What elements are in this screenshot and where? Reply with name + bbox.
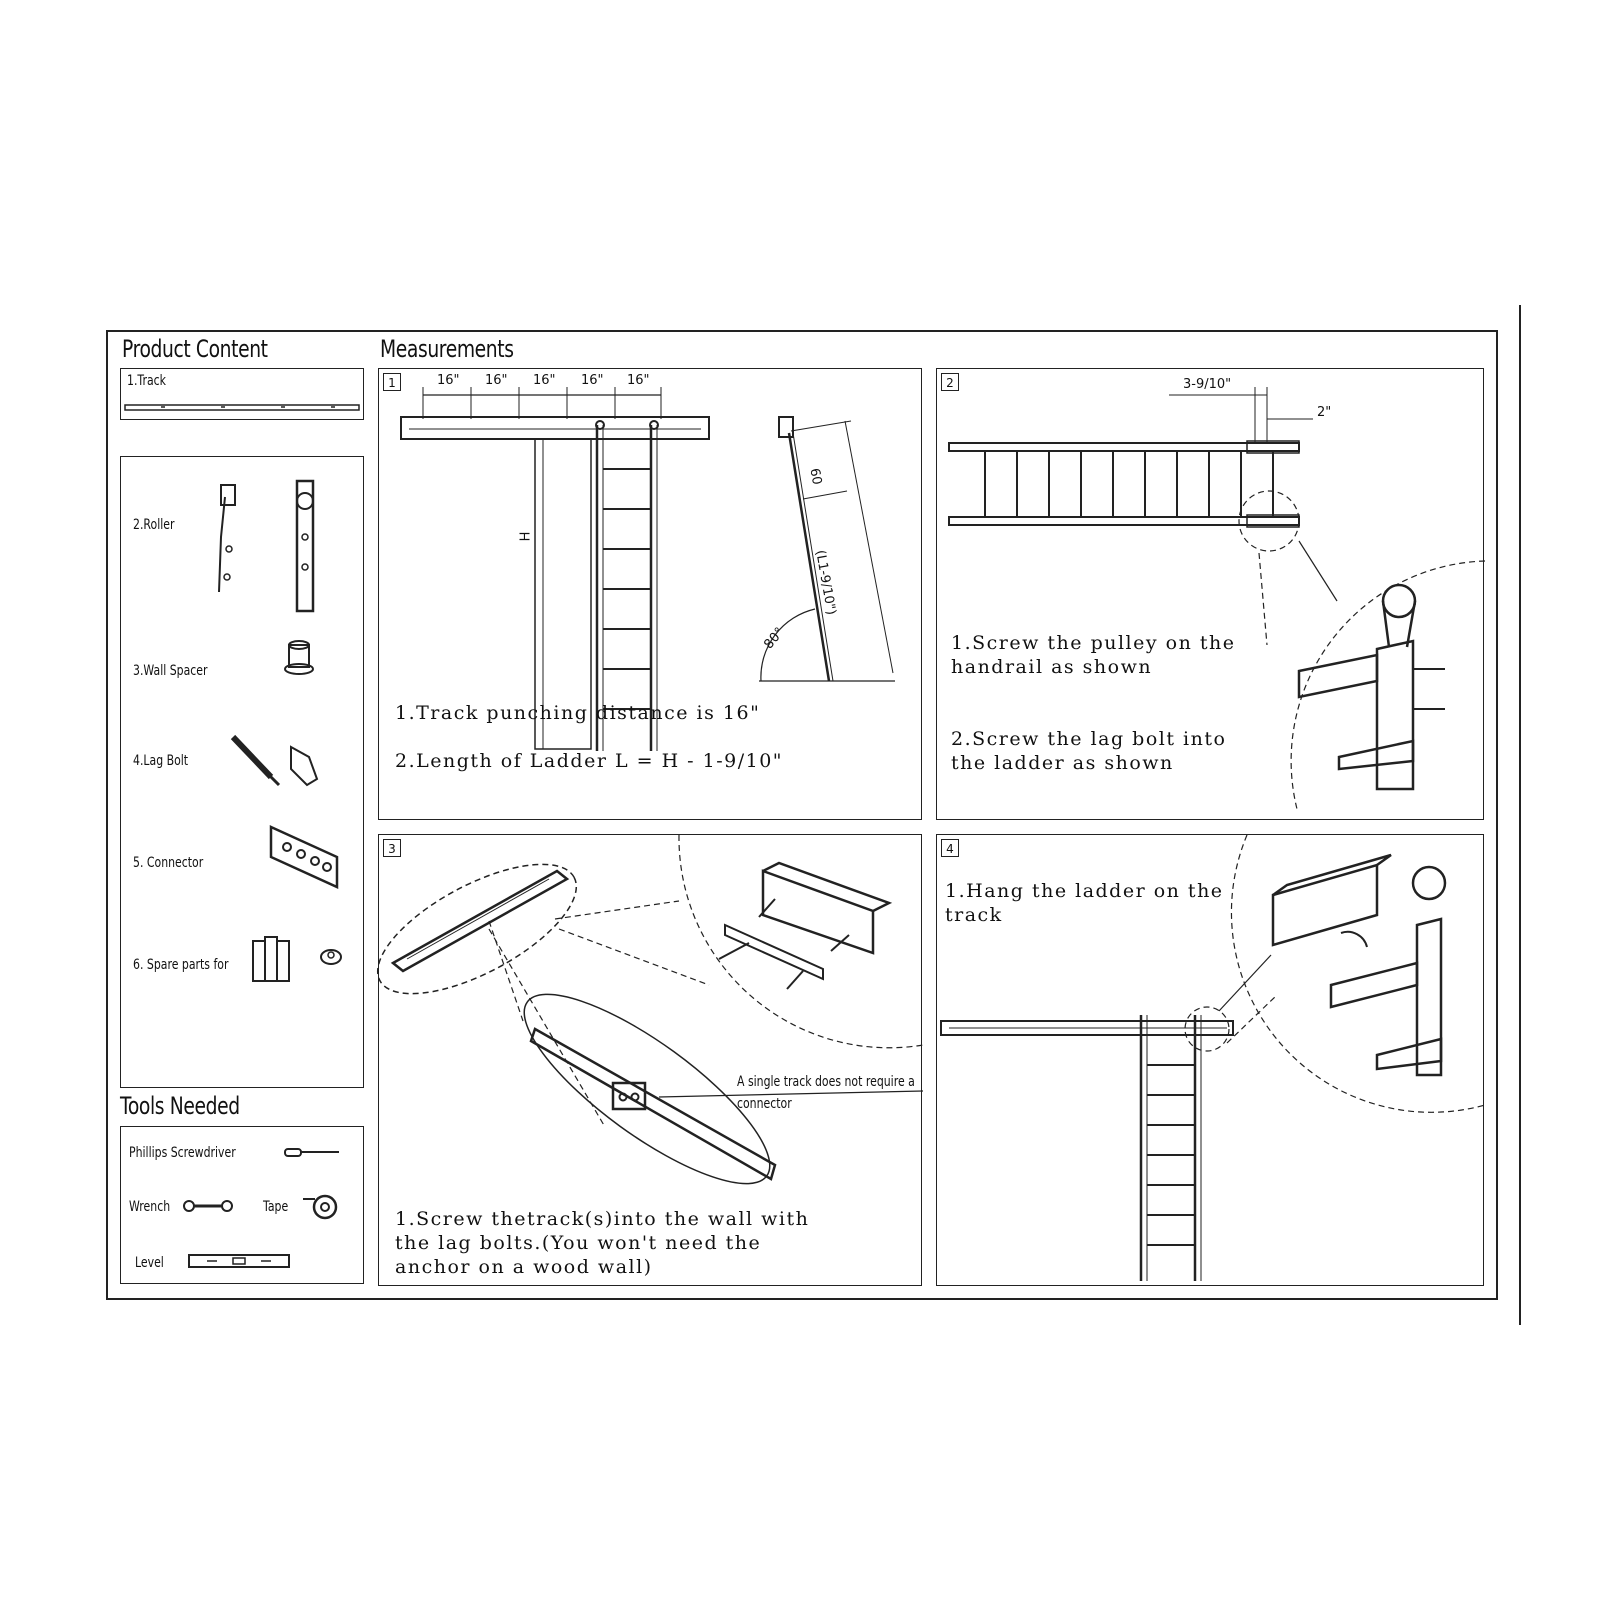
roller-label: 2.Roller [133, 517, 175, 533]
connector-label: 5. Connector [133, 855, 204, 871]
panel-1-step-1: 1.Track punching distance is 16" [395, 702, 761, 724]
panel-1: 1 16" [378, 368, 922, 820]
track-label: 1.Track [127, 373, 166, 389]
panel-1-step-2: 2.Length of Ladder L = H - 1-9/10" [395, 750, 784, 772]
panel-1-diagram [400, 387, 895, 751]
panel-3: 3 A single track does not require a conn… [376, 834, 924, 1286]
product-content-title: Product Content [122, 335, 268, 363]
spare-parts-label: 6. Spare parts for [133, 957, 229, 973]
dim-2-inch: 2" [1317, 405, 1332, 420]
screwdriver-icon [284, 1148, 339, 1157]
tools-needed-title: Tools Needed [120, 1092, 240, 1120]
panel-4-diagram [940, 834, 1486, 1281]
parts-box: 2.Roller 3.Wall Spacer 4.Lag Bolt 5. C [120, 456, 364, 1088]
panel-3-diagram [376, 834, 924, 1185]
panel-4-number: 4 [941, 839, 959, 857]
wrench-icon [183, 1200, 233, 1212]
dim-5: 16" [627, 373, 650, 388]
dim-1: 16" [437, 373, 460, 388]
level-label: Level [135, 1255, 164, 1271]
dim-3-9-10: 3-9/10" [1183, 377, 1232, 392]
lag-bolt-label: 4.Lag Bolt [133, 753, 189, 769]
panel-2: 2 3-9/10" 2" 1.Screw th [936, 368, 1486, 820]
tape-label: Tape [263, 1199, 289, 1215]
level-icon [188, 1254, 290, 1268]
tool-icons [183, 1148, 339, 1268]
measurements-title: Measurements [380, 335, 514, 363]
tape-icon [303, 1194, 338, 1220]
wall-spacer-label: 3.Wall Spacer [133, 663, 208, 679]
track-icon [124, 404, 360, 411]
dim-4: 16" [581, 373, 604, 388]
panel-2-diagram [948, 387, 1486, 810]
tools-box: Phillips Screwdriver Wrench Tape Level [120, 1126, 364, 1284]
page-edge-line [1519, 305, 1521, 1325]
short-dim-label: 60 [806, 467, 825, 486]
panel-2-step-1: 1.Screw the pulley on the handrail as sh… [951, 632, 1236, 678]
roller-icon [218, 479, 342, 982]
panel-1-number: 1 [383, 373, 401, 391]
panel-3-number: 3 [383, 839, 401, 857]
panel-3-step-1: 1.Screw thetrack(s)into the wall with th… [395, 1208, 810, 1278]
panel-2-step-2: 2.Screw the lag bolt into the ladder as … [951, 728, 1227, 774]
screwdriver-label: Phillips Screwdriver [129, 1145, 236, 1161]
height-label: H [518, 531, 534, 542]
panel-2-number: 2 [941, 373, 959, 391]
instruction-sheet [106, 330, 1498, 1300]
panel-4-step-1: 1.Hang the ladder on the track [945, 880, 1224, 926]
panel-4: 4 1.Hang the ladder on the track [936, 834, 1486, 1286]
track-part-box: 1.Track [120, 368, 364, 420]
connector-note: A single track does not require a connec… [737, 1074, 915, 1112]
wrench-label: Wrench [129, 1199, 171, 1215]
dim-2: 16" [485, 373, 508, 388]
dim-3: 16" [533, 373, 556, 388]
